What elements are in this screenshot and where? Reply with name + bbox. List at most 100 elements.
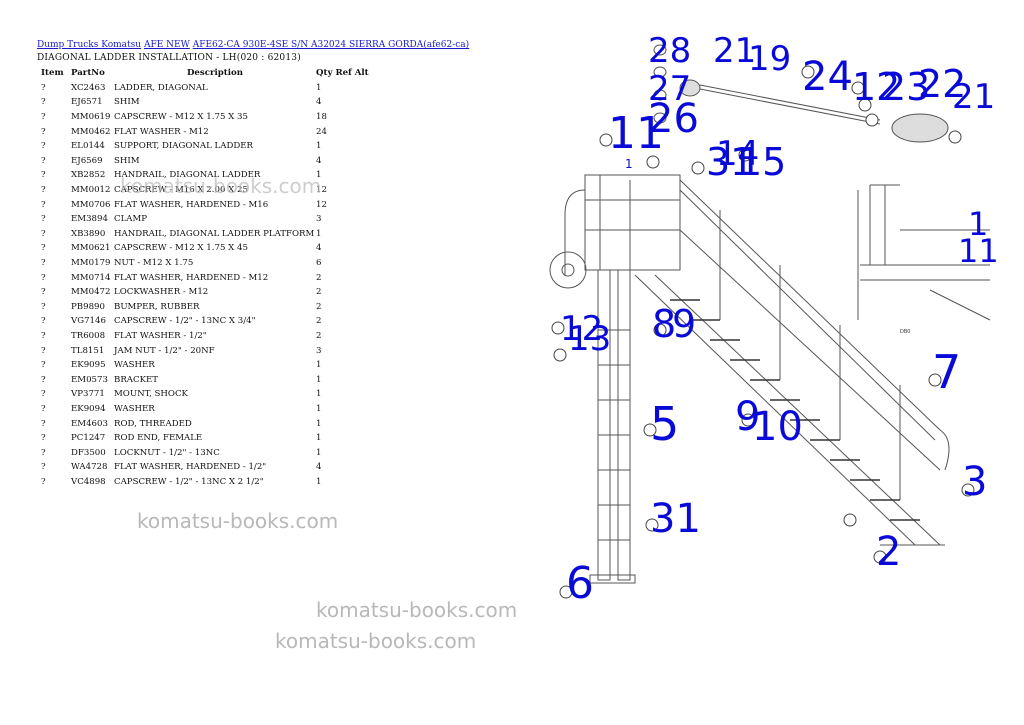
item-cell: ? — [41, 155, 46, 166]
table-row: ? VP3771 MOUNT, SHOCK 1 — [37, 387, 371, 402]
partno-cell: XC2463 — [71, 82, 106, 93]
item-cell: ? — [41, 345, 46, 356]
description-cell: CAPSCREW - 1/2" - 13NC X 3/4" — [114, 316, 256, 327]
item-cell: ? — [41, 389, 46, 400]
callout-label: 3 — [962, 459, 987, 505]
callout-label: 24 — [802, 54, 853, 100]
partno-cell: MM0472 — [71, 287, 111, 298]
qty-cell: 2 — [316, 316, 322, 327]
item-cell: ? — [41, 330, 46, 341]
partno-cell: DF3500 — [71, 447, 106, 458]
qty-cell: 1 — [316, 170, 322, 181]
description-cell: FLAT WASHER, HARDENED - 1/2" — [114, 462, 267, 473]
callout-label: 19 — [748, 39, 791, 79]
partno-cell: EM0573 — [71, 374, 108, 385]
col-item: Item — [41, 68, 64, 79]
callout-label: 31 — [706, 140, 754, 184]
qty-cell: 1 — [316, 141, 322, 152]
description-cell: LOCKWASHER - M12 — [114, 287, 209, 298]
description-cell: JAM NUT - 1/2" - 20NF — [114, 345, 215, 356]
qty-cell: 1 — [316, 389, 322, 400]
watermark: komatsu-books.com — [316, 598, 518, 622]
item-cell: ? — [41, 301, 46, 312]
breadcrumb: Dump Trucks Komatsu AFE NEW AFE62-CA 930… — [37, 40, 469, 51]
partno-cell: WA4728 — [71, 462, 108, 473]
item-cell: ? — [41, 316, 46, 327]
breadcrumb-link-model[interactable]: AFE62-CA 930E-4SE S/N A32024 SIERRA GORD… — [192, 40, 470, 50]
item-cell: ? — [41, 185, 46, 196]
partno-cell: EJ6571 — [71, 97, 103, 108]
qty-cell: 1 — [316, 374, 322, 385]
page-title: DIAGONAL LADDER INSTALLATION - LH(020 : … — [37, 53, 301, 63]
partno-cell: PC1247 — [71, 433, 106, 444]
description-cell: ROD, THREADED — [114, 418, 192, 429]
partno-cell: EK9094 — [71, 403, 106, 414]
description-cell: CAPSCREW - M12 X 1.75 X 45 — [114, 243, 248, 254]
item-cell: ? — [41, 199, 46, 210]
partno-cell: VP3771 — [71, 389, 105, 400]
qty-cell: 1 — [316, 403, 322, 414]
description-cell: MOUNT, SHOCK — [114, 389, 188, 400]
item-cell: ? — [41, 476, 46, 487]
qty-cell: 2 — [316, 287, 322, 298]
item-cell: ? — [41, 243, 46, 254]
partno-cell: MM0706 — [71, 199, 111, 210]
callout-label: 21 — [713, 31, 756, 71]
description-cell: FLAT WASHER, HARDENED - M16 — [114, 199, 269, 210]
qty-cell: 18 — [316, 112, 327, 123]
table-header-row: Item PartNo Description Qty Ref Alt — [37, 66, 371, 81]
qty-cell: 4 — [316, 155, 322, 166]
callout-label: 27 — [648, 69, 691, 109]
callout-label: 6 — [566, 558, 594, 609]
callout-label: 7 — [932, 345, 961, 399]
callout-label: 22 — [918, 62, 966, 106]
description-cell: LOCKNUT - 1/2" - 13NC — [114, 447, 220, 458]
partno-cell: XB3890 — [71, 228, 106, 239]
breadcrumb-link-dump-trucks[interactable]: Dump Trucks Komatsu — [37, 40, 142, 50]
qty-cell: 3 — [316, 214, 322, 225]
partno-cell: EK9095 — [71, 360, 106, 371]
partno-cell: MM0462 — [71, 126, 111, 137]
watermark: komatsu-books.com — [137, 509, 339, 533]
description-cell: CAPSCREW - 1/2" - 13NC X 2 1/2" — [114, 476, 264, 487]
description-cell: SUPPORT, DIAGONAL LADDER — [114, 141, 253, 152]
description-cell: HANDRAIL, DIAGONAL LADDER PLATFORM — [114, 228, 315, 239]
callout-label: 10 — [752, 404, 803, 450]
callout-label: 2 — [876, 529, 901, 575]
callout-label: 23 — [882, 65, 930, 109]
description-cell: HANDRAIL, DIAGONAL LADDER — [114, 170, 261, 181]
breadcrumb-link-afe-new[interactable]: AFE NEW — [143, 40, 190, 50]
callout-label: 12 — [560, 309, 603, 349]
qty-cell: 1 — [316, 418, 322, 429]
callout-label: 5 — [650, 397, 679, 451]
qty-cell: 1 — [316, 476, 322, 487]
ladder-diagram: 28 21 19 24 12 23 22 21 27 26 11 1 14 31… — [549, 31, 999, 609]
description-cell: FLAT WASHER, HARDENED - M12 — [114, 272, 269, 283]
item-cell: ? — [41, 287, 46, 298]
parts-table: Item PartNo Description Qty Ref Alt ? XC2… — [37, 66, 371, 489]
callout-labels: 28 21 19 24 12 23 22 21 27 26 11 1 14 31… — [560, 31, 999, 609]
partno-cell: TR6008 — [71, 330, 106, 341]
item-cell: ? — [41, 374, 46, 385]
qty-cell: 2 — [316, 272, 322, 283]
description-cell: SHIM — [114, 155, 140, 166]
item-cell: ? — [41, 433, 46, 444]
callout-label: 13 — [568, 319, 611, 359]
qty-cell: 24 — [316, 126, 327, 137]
item-cell: ? — [41, 214, 46, 225]
description-cell: BUMPER, RUBBER — [114, 301, 200, 312]
